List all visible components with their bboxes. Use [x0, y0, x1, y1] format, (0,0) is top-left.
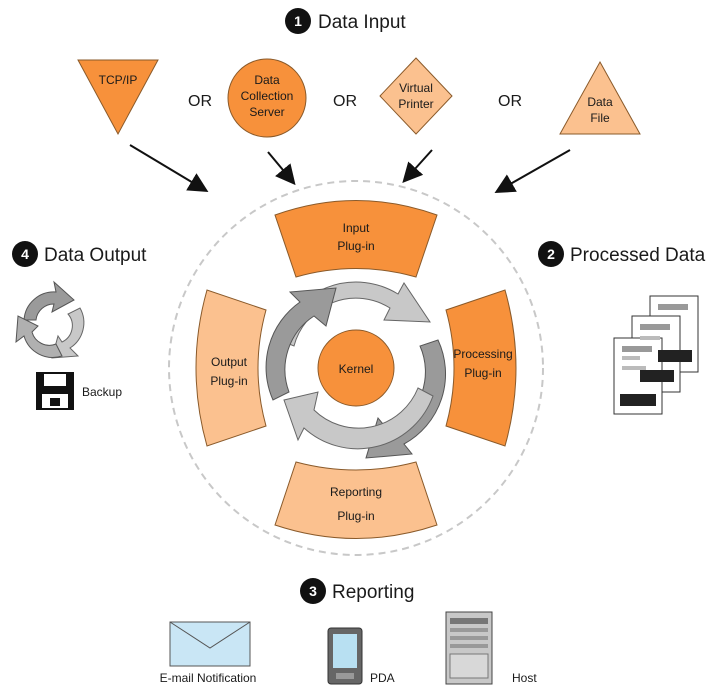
section-reporting-heading: 3 Reporting — [300, 578, 414, 604]
reporting-plugin-line1: Reporting — [330, 485, 382, 499]
reporting-title: Reporting — [332, 582, 414, 603]
backup-label: Backup — [82, 385, 122, 399]
labels-stack-icon — [613, 295, 699, 415]
processed-data-title: Processed Data — [570, 245, 706, 266]
dcs-label-line2: Collection — [241, 89, 294, 103]
output-plugin: Output Plug-in — [195, 289, 267, 447]
floppy-disk-icon — [36, 372, 74, 410]
badge-3-number: 3 — [309, 583, 317, 599]
virtual-printer-line2: Printer — [398, 97, 433, 111]
virtual-printer-line1: Virtual — [399, 81, 433, 95]
cycle-arrows — [265, 281, 447, 459]
reporting-plugin: Reporting Plug-in — [274, 461, 438, 539]
number-badge-2 — [538, 241, 564, 267]
input-plugin: Input Plug-in — [274, 200, 438, 278]
data-file-line2: File — [590, 111, 610, 125]
arrow-dcs — [267, 151, 296, 186]
arrow-data-file — [494, 149, 571, 193]
pda-label: PDA — [370, 671, 395, 685]
section-data-output-heading: 4 Data Output — [12, 241, 147, 267]
badge-1-number: 1 — [294, 13, 302, 29]
output-plugin-line1: Output — [211, 355, 248, 369]
input-arrows — [129, 144, 571, 193]
data-input-title: Data Input — [318, 12, 406, 33]
data-collection-server-source: Data Collection Server — [227, 58, 307, 138]
host-label: Host — [512, 671, 537, 685]
data-output-title: Data Output — [44, 245, 147, 266]
kernel-label: Kernel — [339, 362, 374, 376]
input-plugin-line1: Input — [343, 221, 370, 235]
kernel: Kernel — [317, 329, 395, 407]
host-server-icon — [445, 611, 493, 685]
tcp-ip-label: TCP/IP — [99, 73, 138, 87]
badge-2-number: 2 — [547, 246, 555, 262]
processing-plugin-line1: Processing — [453, 347, 512, 361]
reporting-plugin-line2: Plug-in — [337, 509, 374, 523]
section-processed-data-heading: 2 Processed Data — [538, 241, 706, 267]
number-badge-1 — [285, 8, 311, 34]
processing-plugin: Processing Plug-in — [445, 289, 517, 447]
section-data-input-heading: 1 Data Input — [285, 8, 406, 34]
or-label-1: OR — [188, 93, 212, 110]
output-plugin-line2: Plug-in — [210, 374, 247, 388]
pda-icon — [327, 627, 363, 685]
processing-plugin-line2: Plug-in — [464, 366, 501, 380]
arrow-tcp-ip — [129, 144, 209, 193]
tcp-ip-source: TCP/IP — [77, 59, 159, 136]
virtual-printer-source: Virtual Printer — [379, 57, 453, 135]
email-label: E-mail Notification — [160, 671, 257, 685]
sync-icon — [15, 280, 85, 359]
dcs-label-line3: Server — [249, 105, 284, 119]
input-plugin-line2: Plug-in — [337, 239, 374, 253]
arrow-virtual-printer — [402, 149, 433, 183]
number-badge-3 — [300, 578, 326, 604]
envelope-icon — [169, 621, 251, 667]
or-label-3: OR — [498, 93, 522, 110]
badge-4-number: 4 — [21, 246, 29, 262]
or-label-2: OR — [333, 93, 357, 110]
data-file-line1: Data — [587, 95, 613, 109]
dcs-label-line1: Data — [254, 73, 280, 87]
number-badge-4 — [12, 241, 38, 267]
system-boundary-circle — [168, 180, 544, 556]
data-file-source: Data File — [559, 60, 641, 135]
